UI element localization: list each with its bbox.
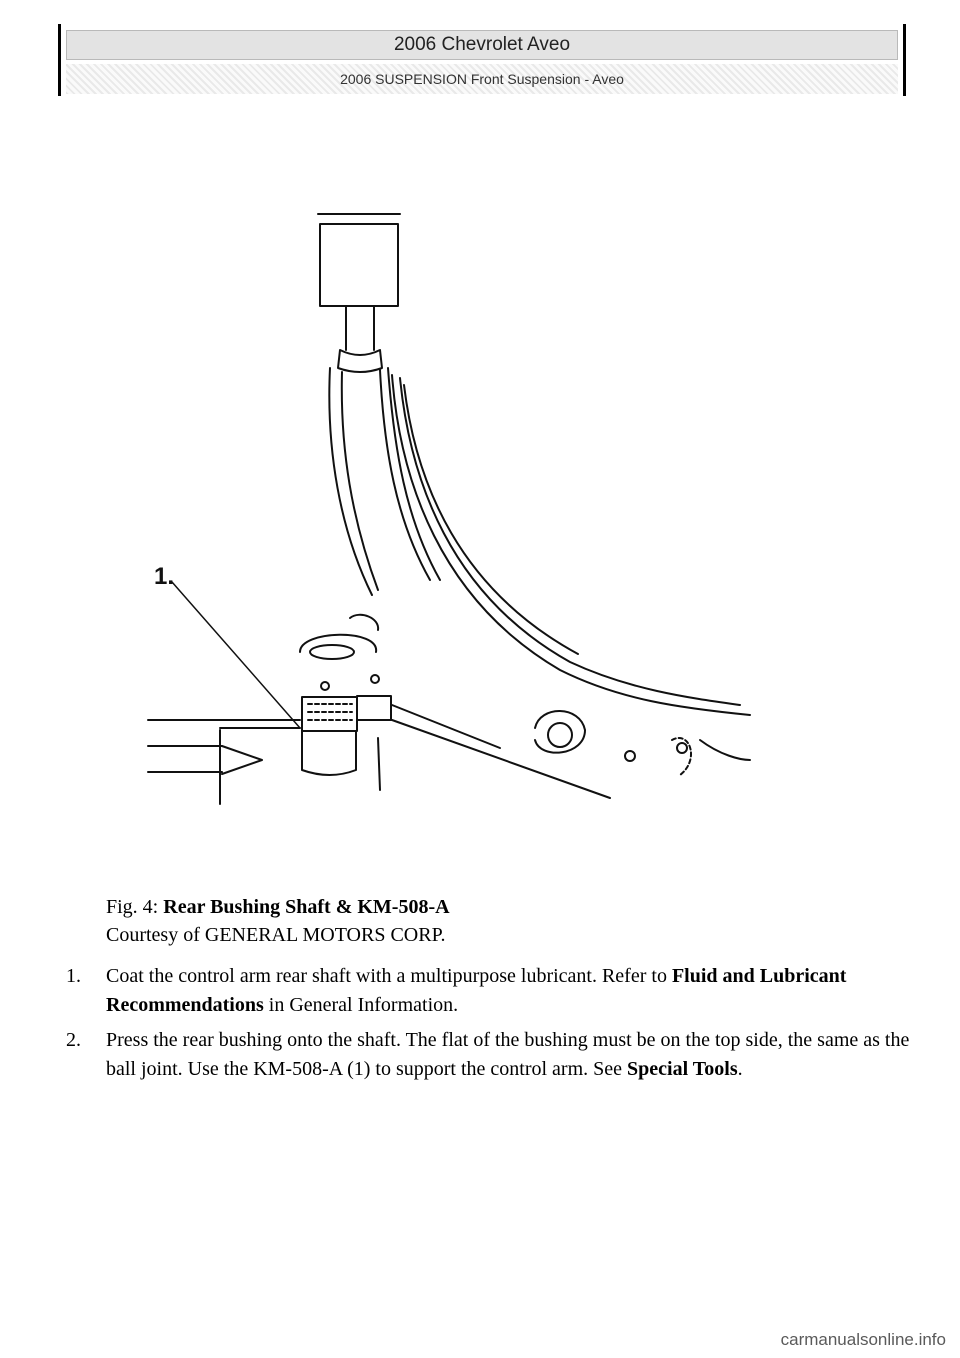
caption-fig-label: Fig. 4:	[106, 896, 159, 918]
mount-eye-housing	[534, 710, 586, 754]
caption-courtesy-org: GENERAL MOTORS CORP.	[204, 924, 446, 946]
arm-left-edge-1	[328, 367, 373, 596]
arm-tail	[699, 739, 751, 761]
ball-joint-stud	[309, 644, 355, 660]
ball-joint-hole	[320, 681, 330, 691]
tool-ram-collar	[337, 349, 383, 373]
caption-courtesy-line: Courtesy of GENERAL MOTORS CORP.	[106, 921, 450, 949]
press-base	[147, 719, 301, 775]
header-subtitle: 2006 SUSPENSION Front Suspension - Aveo	[66, 64, 898, 94]
step-number: 1.	[66, 965, 81, 987]
bushing-texture	[307, 703, 353, 721]
mount-small-hole	[624, 750, 636, 762]
rear-bushing-shaft-drawing: 1.	[147, 213, 751, 805]
arm-lower-edge	[391, 719, 611, 799]
step-text: Coat the control arm rear shaft with a m…	[106, 965, 667, 987]
arm-outer-curve-1	[391, 374, 751, 716]
header-left-border	[58, 24, 61, 96]
arm-edge-3	[379, 369, 431, 581]
rear-bushing	[301, 696, 358, 732]
tool-ram-shaft	[345, 305, 375, 351]
procedure-steps: 1. Coat the control arm rear shaft with …	[54, 962, 914, 1090]
step-suffix: .	[737, 1058, 743, 1080]
mount-eye-bushing	[547, 722, 573, 748]
tool-ram-block	[319, 223, 399, 307]
step-link-fluid-lubricant[interactable]: Fluid and Lubricant Recommendations	[106, 965, 847, 1016]
figure-caption: Fig. 4: Rear Bushing Shaft & KM-508-A Co…	[106, 893, 450, 949]
arm-left-edge-2	[340, 371, 379, 591]
caption-fig-title: Rear Bushing Shaft & KM-508-A	[163, 896, 450, 918]
arm-lower-edge-2	[391, 704, 501, 749]
arm-bolt-hole	[370, 674, 380, 684]
figure-illustration: 1.	[0, 200, 960, 840]
step-number: 2.	[66, 1029, 81, 1051]
arm-edge-4	[387, 367, 441, 581]
header-right-border	[903, 24, 906, 96]
watermark-text: carmanualsonline.info	[780, 1330, 946, 1349]
press-base-leg-2	[377, 737, 381, 791]
ball-joint-arm-link	[349, 613, 380, 631]
header-title: 2006 Chevrolet Aveo	[66, 30, 898, 60]
procedure-step: 2. Press the rear bushing onto the shaft…	[54, 1026, 914, 1084]
km-508-a-support	[301, 730, 357, 776]
mount-rear-hole	[676, 742, 688, 754]
step-link-special-tools[interactable]: Special Tools	[627, 1058, 738, 1080]
procedure-step: 1. Coat the control arm rear shaft with …	[54, 962, 914, 1020]
arm-outer-curve-3	[403, 384, 579, 655]
arm-outer-curve-2	[399, 377, 741, 706]
caption-title-line: Fig. 4: Rear Bushing Shaft & KM-508-A	[106, 893, 450, 921]
document-header: 2006 Chevrolet Aveo 2006 SUSPENSION Fron…	[58, 24, 906, 96]
callout-leader-line	[171, 581, 301, 729]
arm-mount-block	[356, 695, 392, 721]
step-text: Press the rear bushing onto the shaft. T…	[106, 1029, 910, 1080]
mount-rear-arc	[671, 737, 692, 776]
ball-joint-top	[299, 633, 378, 653]
callout-number: 1.	[154, 563, 174, 590]
step-suffix: in General Information.	[268, 994, 459, 1016]
caption-courtesy-prefix: Courtesy of	[106, 924, 200, 946]
